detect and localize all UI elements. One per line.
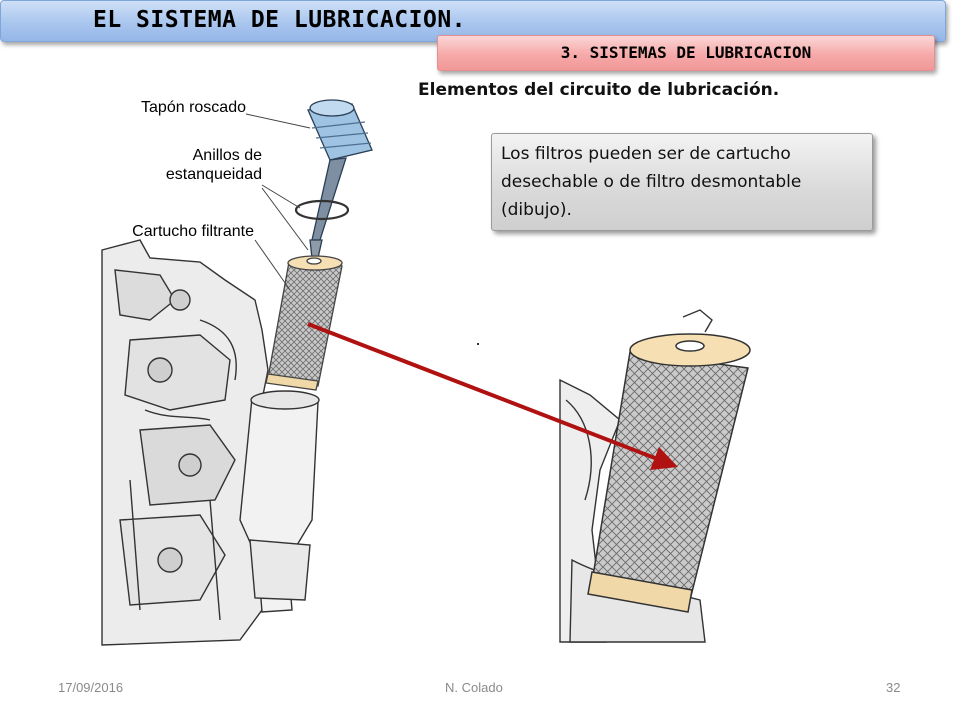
note-line: (dibujo). [501, 200, 572, 220]
label-leader-lines [245, 113, 311, 291]
slide-subtitle: 3. SISTEMAS DE LUBRICACION [560, 43, 812, 62]
label-seal-rings-line1: Anillos de [192, 147, 262, 164]
filter-cartridge-small [265, 255, 343, 391]
label-seal-rings: Anillos de estanqueidad [130, 146, 262, 184]
stray-dot [477, 343, 479, 345]
slide-title: EL SISTEMA DE LUBRICACION. [93, 7, 467, 33]
label-filter-cartridge: Cartucho filtrante [132, 223, 254, 240]
threaded-cap-drawing [307, 99, 373, 259]
footer-author: N. Colado [445, 680, 503, 695]
subtitle-bar: 3. SISTEMAS DE LUBRICACION [437, 35, 935, 71]
section-heading: Elementos del circuito de lubricación. [418, 80, 780, 100]
red-arrow [307, 322, 678, 470]
filter-cartridge-large [587, 333, 751, 613]
footer-date: 17/09/2016 [58, 680, 124, 695]
engine-block-drawing [101, 239, 320, 646]
label-threaded-cap: Tapón roscado [141, 99, 246, 116]
note-line: desechable o de filtro desmontable [501, 172, 802, 192]
note-box: Los filtros pueden ser de cartucho desec… [491, 133, 873, 231]
seal-ring-drawing [294, 199, 350, 221]
label-seal-rings-line2: estanqueidad [165, 166, 262, 183]
note-text: Los filtros pueden ser de cartucho desec… [501, 140, 864, 224]
footer-page-number: 32 [886, 680, 901, 695]
note-line: Los filtros pueden ser de cartucho [501, 144, 791, 164]
